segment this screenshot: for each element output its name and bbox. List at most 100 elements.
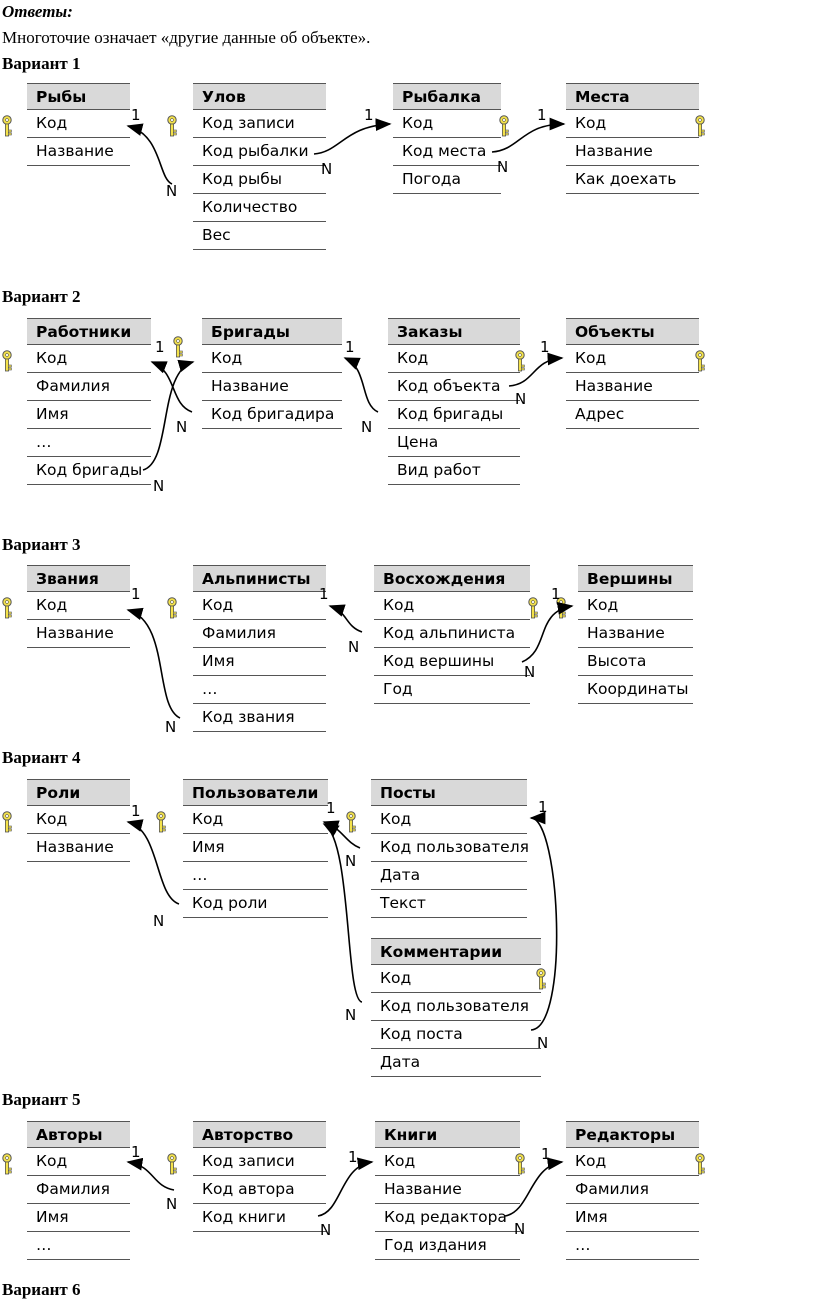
table-header: Звания <box>27 565 130 592</box>
table-field: Код <box>393 110 501 138</box>
table-field: Название <box>27 138 130 166</box>
table-header: Улов <box>193 83 326 110</box>
relation-arrow <box>126 607 181 719</box>
table-field: Код <box>27 345 151 373</box>
cardinality-many: N <box>320 1221 331 1239</box>
table-field: Дата <box>371 862 527 890</box>
table-field: … <box>566 1232 699 1260</box>
table-field: Код места <box>393 138 501 166</box>
table-field: Код объекта <box>388 373 520 401</box>
table-field: Код <box>371 806 527 834</box>
relation-arrow <box>313 118 392 155</box>
table-field: Код рыбы <box>193 166 326 194</box>
cardinality-many: N <box>153 477 164 495</box>
relation-arrow <box>126 819 180 905</box>
table-field: Фамилия <box>566 1176 699 1204</box>
answers-title: Ответы: <box>2 2 73 21</box>
key-icon <box>536 968 546 990</box>
key-icon <box>695 115 705 137</box>
table-header: Пользователи <box>183 779 328 806</box>
cardinality-one: 1 <box>155 338 165 356</box>
table-field: Имя <box>193 648 326 676</box>
table-field: Код книги <box>193 1204 326 1232</box>
key-icon <box>515 1153 525 1175</box>
table-header: Авторы <box>27 1121 130 1148</box>
table-header: Работники <box>27 318 151 345</box>
table-field: Координаты <box>578 676 693 704</box>
table-field: Адрес <box>566 401 699 429</box>
key-icon <box>695 350 705 372</box>
table-header: Альпинисты <box>193 565 326 592</box>
table-field: Код <box>193 592 326 620</box>
table-field: Название <box>202 373 342 401</box>
variant-3-title: Вариант 3 <box>2 535 81 554</box>
table-field: … <box>27 1232 130 1260</box>
table-field: Как доехать <box>566 166 699 194</box>
cardinality-one: 1 <box>538 798 548 816</box>
table-field: Фамилия <box>27 373 151 401</box>
table-field: Код записи <box>193 1148 326 1176</box>
table-field: Код <box>375 1148 520 1176</box>
cardinality-one: 1 <box>364 106 374 124</box>
relation-arrow <box>491 117 566 153</box>
key-icon <box>2 597 12 619</box>
table-header: Вершины <box>578 565 693 592</box>
cardinality-one: 1 <box>541 1145 551 1163</box>
relation-arrow <box>504 1157 564 1217</box>
table-field: Код <box>566 1148 699 1176</box>
table-field: Дата <box>371 1049 541 1077</box>
table-header: Роли <box>27 779 130 806</box>
relation-arrow <box>126 1157 175 1191</box>
cardinality-one: 1 <box>326 799 336 817</box>
cardinality-many: N <box>166 182 177 200</box>
table-field: Текст <box>371 890 527 918</box>
key-icon <box>167 115 177 137</box>
key-icon <box>346 811 356 833</box>
relation-arrow <box>521 602 574 663</box>
cardinality-one: 1 <box>131 802 141 820</box>
cardinality-many: N <box>524 663 535 681</box>
table-field: Код <box>202 345 342 373</box>
cardinality-one: 1 <box>131 106 141 124</box>
table-field: Код бригадира <box>202 401 342 429</box>
relation-arrow <box>317 1157 374 1217</box>
key-icon <box>167 1153 177 1175</box>
table-field: Код <box>388 345 520 373</box>
table-header: Авторство <box>193 1121 326 1148</box>
cardinality-many: N <box>348 638 359 656</box>
table-field: Погода <box>393 166 501 194</box>
key-icon <box>515 350 525 372</box>
table-field: Код редактора <box>375 1204 520 1232</box>
key-icon <box>2 811 12 833</box>
cardinality-one: 1 <box>345 338 355 356</box>
key-icon <box>528 597 538 619</box>
table-field: Фамилия <box>27 1176 130 1204</box>
table-header: Объекты <box>566 318 699 345</box>
cardinality-one: 1 <box>131 585 141 603</box>
table-field: Код альпиниста <box>374 620 530 648</box>
cardinality-many: N <box>176 418 187 436</box>
cardinality-one: 1 <box>131 1143 141 1161</box>
table-field: Код бригады <box>27 457 151 485</box>
table-field: Название <box>566 138 699 166</box>
key-icon <box>173 336 183 358</box>
table-field: Название <box>27 620 130 648</box>
cardinality-many: N <box>515 390 526 408</box>
table-field: Код вершины <box>374 648 530 676</box>
table-field: Код поста <box>371 1021 541 1049</box>
variant-4-title: Вариант 4 <box>2 748 81 767</box>
key-icon <box>167 597 177 619</box>
